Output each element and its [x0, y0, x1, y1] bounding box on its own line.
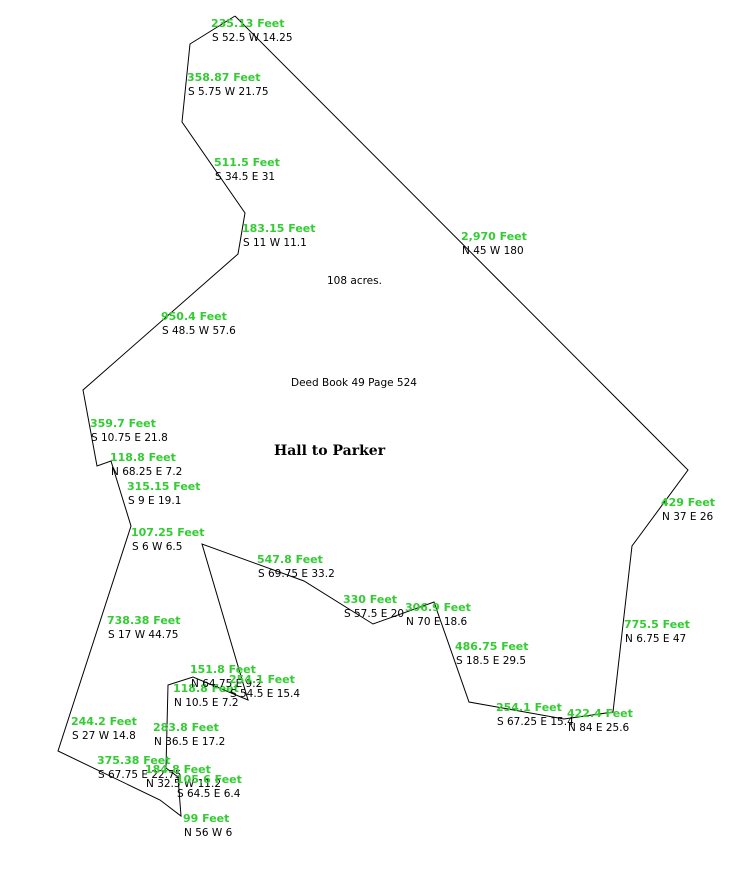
call-bearing: S 67.75 E 22.75 [98, 769, 181, 781]
call-distance: 151.8 Feet [190, 663, 256, 676]
call-bearing: N 45 W 180 [462, 245, 524, 257]
call-label: 184.8 Feet N 32.5 W 11.2 [145, 763, 221, 790]
call-label: 151.8 Feet N 64.75 E 9.2 [190, 663, 262, 690]
call-distance: 283.8 Feet [153, 721, 219, 734]
call-label: 375.38 Feet S 67.75 E 22.75 [97, 754, 181, 781]
call-distance: 2,970 Feet [461, 230, 527, 243]
call-distance: 375.38 Feet [97, 754, 171, 767]
call-distance: 235.13 Feet [211, 17, 285, 30]
call-bearing: S 6 W 6.5 [132, 541, 182, 553]
call-label: 107.25 Feet S 6 W 6.5 [131, 526, 205, 553]
call-label: 950.4 Feet S 48.5 W 57.6 [161, 310, 236, 337]
call-label: 105.6 Feet S 64.5 E 6.4 [176, 773, 242, 800]
call-label: 359.7 Feet S 10.75 E 21.8 [90, 417, 168, 444]
call-distance: 254.1 Feet [229, 673, 295, 686]
call-bearing: N 56 W 6 [184, 827, 233, 839]
call-label: 429 Feet N 37 E 26 [661, 496, 715, 523]
call-distance: 486.75 Feet [455, 640, 529, 653]
call-label: 358.87 Feet S 5.75 W 21.75 [187, 71, 269, 98]
call-distance: 118.8 Feet [110, 451, 176, 464]
call-label: 254.1 Feet S 54.5 E 15.4 [229, 673, 300, 700]
call-distance: 511.5 Feet [214, 156, 280, 169]
call-label: 511.5 Feet S 34.5 E 31 [214, 156, 280, 183]
acreage-label: 108 acres. [327, 275, 382, 287]
call-distance: 107.25 Feet [131, 526, 205, 539]
call-label: 306.9 Feet N 70 E 18.6 [405, 601, 471, 628]
call-label: 486.75 Feet S 18.5 E 29.5 [455, 640, 529, 667]
call-bearing: S 64.5 E 6.4 [177, 788, 241, 800]
call-bearing: S 69.75 E 33.2 [258, 568, 335, 580]
call-bearing: S 52.5 W 14.25 [212, 32, 293, 44]
call-distance: 306.9 Feet [405, 601, 471, 614]
call-bearing: N 64.75 E 9.2 [191, 678, 262, 690]
call-label: 254.1 Feet S 67.25 E 15.4 [496, 701, 574, 728]
call-bearing: S 17 W 44.75 [108, 629, 178, 641]
call-label: 118.8 Feet N 68.25 E 7.2 [110, 451, 182, 478]
call-distance: 358.87 Feet [187, 71, 261, 84]
call-bearing: S 27 W 14.8 [72, 730, 136, 742]
call-bearing: N 84 E 25.6 [568, 722, 630, 734]
call-label: 183.15 Feet S 11 W 11.1 [242, 222, 316, 249]
call-bearing: S 10.75 E 21.8 [91, 432, 168, 444]
call-bearing: N 10.5 E 7.2 [174, 697, 239, 709]
call-distance: 184.8 Feet [145, 763, 211, 776]
call-bearing: N 6.75 E 47 [625, 633, 686, 645]
call-bearing: N 70 E 18.6 [406, 616, 468, 628]
boundary-line [57, 15, 689, 818]
call-distance: 738.38 Feet [107, 614, 181, 627]
call-bearing: S 57.5 E 20 [344, 608, 404, 620]
call-distance: 254.1 Feet [496, 701, 562, 714]
call-distance: 422.4 Feet [567, 707, 633, 720]
call-label: 315.15 Feet S 9 E 19.1 [127, 480, 201, 507]
call-label: 235.13 Feet S 52.5 W 14.25 [211, 17, 293, 44]
call-bearing: N 32.5 W 11.2 [146, 778, 221, 790]
deed-reference: Deed Book 49 Page 524 [291, 377, 417, 389]
call-label: 2,970 Feet N 45 W 180 [461, 230, 527, 257]
call-label: 99 Feet N 56 W 6 [183, 812, 233, 839]
call-bearing: S 5.75 W 21.75 [188, 86, 269, 98]
call-bearing: S 34.5 E 31 [215, 171, 275, 183]
call-bearing: S 48.5 W 57.6 [162, 325, 236, 337]
call-distance: 99 Feet [183, 812, 229, 825]
call-distance: 315.15 Feet [127, 480, 201, 493]
call-bearing: N 68.25 E 7.2 [111, 466, 182, 478]
call-label: 244.2 Feet S 27 W 14.8 [71, 715, 137, 742]
call-bearing: N 37 E 26 [662, 511, 714, 523]
call-bearing: S 18.5 E 29.5 [456, 655, 526, 667]
call-bearing: S 54.5 E 15.4 [230, 688, 300, 700]
call-distance: 244.2 Feet [71, 715, 137, 728]
call-label: 283.8 Feet N 36.5 E 17.2 [153, 721, 225, 748]
call-bearing: S 11 W 11.1 [243, 237, 307, 249]
call-label: 775.5 Feet N 6.75 E 47 [624, 618, 690, 645]
call-labels: 235.13 Feet S 52.5 W 14.25 358.87 Feet S 5.… [71, 17, 715, 839]
call-distance: 950.4 Feet [161, 310, 227, 323]
call-distance: 105.6 Feet [176, 773, 242, 786]
call-bearing: S 67.25 E 15.4 [497, 716, 574, 728]
call-distance: 547.8 Feet [257, 553, 323, 566]
call-label: 118.8 Feet N 10.5 E 7.2 [173, 682, 239, 709]
call-label: 422.4 Feet N 84 E 25.6 [567, 707, 633, 734]
call-label: 547.8 Feet S 69.75 E 33.2 [257, 553, 335, 580]
call-label: 330 Feet S 57.5 E 20 [343, 593, 404, 620]
call-bearing: S 9 E 19.1 [128, 495, 181, 507]
call-label: 738.38 Feet S 17 W 44.75 [107, 614, 181, 641]
call-distance: 183.15 Feet [242, 222, 316, 235]
call-bearing: N 36.5 E 17.2 [154, 736, 225, 748]
call-distance: 429 Feet [661, 496, 715, 509]
call-distance: 330 Feet [343, 593, 397, 606]
call-distance: 118.8 Feet [173, 682, 239, 695]
call-distance: 775.5 Feet [624, 618, 690, 631]
plat-title: Hall to Parker [274, 443, 386, 459]
call-distance: 359.7 Feet [90, 417, 156, 430]
